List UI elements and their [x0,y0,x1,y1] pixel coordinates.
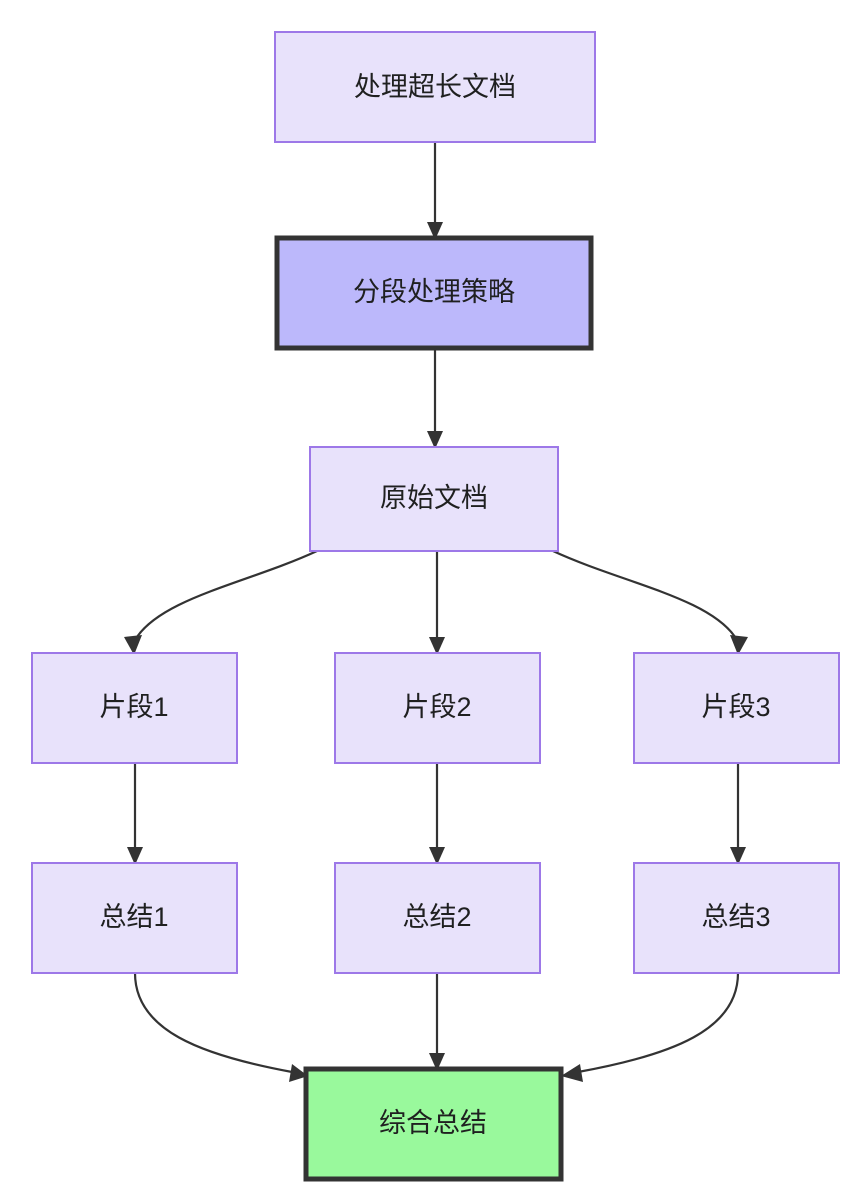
node-chunk-1-box[interactable] [31,652,238,764]
edge-curve [134,550,318,641]
node-final-summary-box[interactable] [303,1066,564,1182]
arrow-head-icon [124,635,142,655]
arrow-head-icon [127,847,143,865]
node-doc-long-label: 处理超长文档 [354,72,516,102]
edge-strategy-to-source-doc [427,348,443,449]
node-summary-2-label: 总结2 [402,902,471,932]
node-source-doc-label: 原始文档 [380,483,488,513]
node-source-doc[interactable]: 原始文档 [309,446,559,552]
edge-doc-long-to-strategy [427,142,443,240]
node-summary-1-box[interactable] [31,862,238,974]
node-chunk-1[interactable]: 片段1 [31,652,238,764]
node-chunk-3-label: 片段3 [701,692,770,722]
edge-curve [577,972,740,1074]
edge-summary-3-to-final-summary [561,972,740,1082]
node-chunk-1-label: 片段1 [99,692,168,722]
node-summary-1-label: 总结1 [99,902,168,932]
node-summary-3[interactable]: 总结3 [633,862,840,974]
node-layer: 处理超长文档 分段处理策略 原始文档 片段1 片段2 [31,31,840,1182]
node-chunk-3-box[interactable] [633,652,840,764]
edge-curve [552,550,738,641]
edge-chunk-3-to-summary-3 [730,763,746,865]
node-final-summary[interactable]: 综合总结 [303,1066,564,1182]
edge-curve [133,972,293,1074]
edge-source-doc-to-chunk-1 [124,550,318,655]
arrow-head-icon [730,847,746,865]
edge-summary-1-to-final-summary [133,972,308,1082]
node-chunk-3[interactable]: 片段3 [633,652,840,764]
node-doc-long-box[interactable] [274,31,596,143]
edge-summary-2-to-final-summary [429,973,445,1071]
node-chunk-2-label: 片段2 [402,692,471,722]
arrow-head-icon [427,222,443,240]
edge-chunk-2-to-summary-2 [429,763,445,865]
node-summary-3-label: 总结3 [701,902,770,932]
arrow-head-icon [429,847,445,865]
node-strategy[interactable]: 分段处理策略 [274,235,594,351]
node-summary-2-box[interactable] [334,862,541,974]
node-final-summary-label: 综合总结 [379,1108,487,1138]
node-chunk-2-box[interactable] [334,652,541,764]
node-summary-1[interactable]: 总结1 [31,862,238,974]
node-source-doc-box[interactable] [309,446,559,552]
arrow-head-icon [427,431,443,449]
node-chunk-2[interactable]: 片段2 [334,652,541,764]
arrow-head-icon [429,637,445,655]
node-doc-long[interactable]: 处理超长文档 [274,31,596,143]
edge-source-doc-to-chunk-2 [429,551,445,655]
arrow-head-icon [561,1064,583,1082]
edge-source-doc-to-chunk-3 [552,550,748,655]
arrow-head-icon [730,635,748,655]
arrow-head-icon [289,1064,308,1082]
node-summary-3-box[interactable] [633,862,840,974]
edge-chunk-1-to-summary-1 [127,763,143,865]
node-strategy-box[interactable] [274,235,594,351]
node-summary-2[interactable]: 总结2 [334,862,541,974]
node-strategy-label: 分段处理策略 [353,277,515,307]
edge-layer [124,142,748,1082]
arrow-head-icon [429,1053,445,1071]
